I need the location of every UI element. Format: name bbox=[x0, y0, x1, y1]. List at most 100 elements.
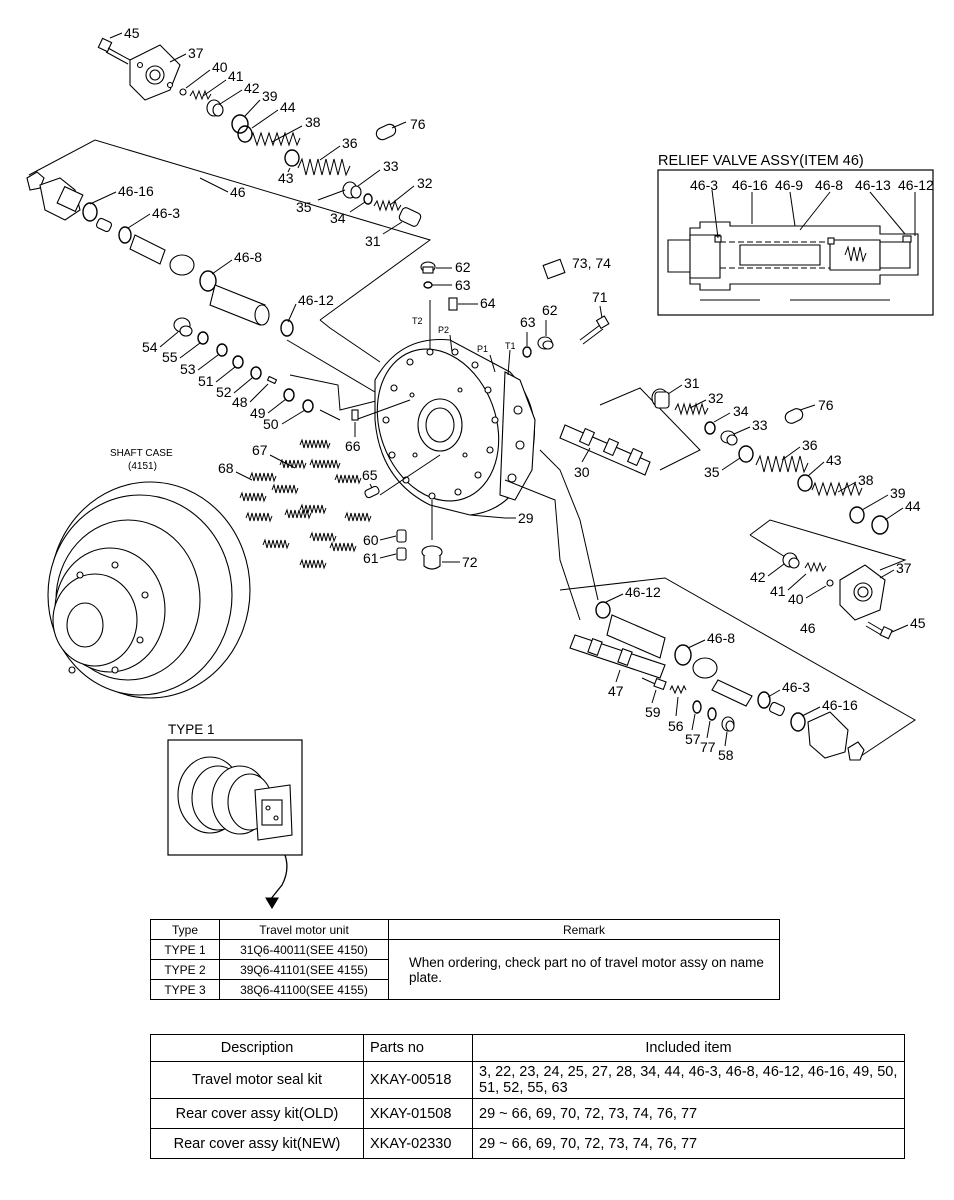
relief-valve-section-drawing bbox=[667, 221, 919, 301]
callout-62: 62 bbox=[455, 259, 471, 275]
parts-no-header: Parts no bbox=[363, 1034, 473, 1062]
relief-valve-inset: RELIEF VALVE ASSY(ITEM 46) 46-3 46-16 46… bbox=[657, 153, 934, 316]
callout-46-16b: 46-16 bbox=[822, 697, 858, 713]
spool-47 bbox=[569, 634, 666, 679]
callout-43b: 43 bbox=[826, 452, 842, 468]
callout-52: 52 bbox=[216, 384, 232, 400]
kit-parts-no: XKAY-00518 bbox=[363, 1061, 473, 1099]
kit-description: Rear cover assy kit(OLD) bbox=[150, 1098, 364, 1129]
callout-30: 30 bbox=[574, 464, 590, 480]
kit-row: Rear cover assy kit(OLD) XKAY-01508 29 ~… bbox=[150, 1098, 905, 1129]
oring-50 bbox=[302, 399, 314, 413]
kit-parts-no: XKAY-02330 bbox=[363, 1128, 473, 1159]
callout-46: 46 bbox=[230, 184, 246, 200]
description-header: Description bbox=[150, 1034, 364, 1062]
ball-40b bbox=[826, 579, 834, 587]
kit-description: Travel motor seal kit bbox=[150, 1061, 364, 1099]
plug-33b bbox=[720, 430, 738, 446]
port-p2: P2 bbox=[438, 325, 449, 335]
callout-73-74: 73, 74 bbox=[572, 255, 611, 271]
spring-32b bbox=[674, 402, 709, 416]
oring-39 bbox=[231, 114, 249, 134]
callout-36: 36 bbox=[342, 135, 358, 151]
oring-53 bbox=[216, 343, 228, 357]
callout-41b: 41 bbox=[770, 583, 786, 599]
callout-33b: 33 bbox=[752, 417, 768, 433]
ball-40 bbox=[179, 88, 187, 96]
oring-55 bbox=[197, 331, 209, 345]
kit-parts-no: XKAY-01508 bbox=[363, 1098, 473, 1129]
kit-items: 29 ~ 66, 69, 70, 72, 73, 74, 76, 77 bbox=[472, 1098, 905, 1129]
oring-39b bbox=[849, 506, 865, 524]
ring-35b bbox=[738, 445, 754, 463]
plug-62b bbox=[537, 336, 554, 350]
relief-valve-46-upper bbox=[26, 171, 294, 337]
callout-40b: 40 bbox=[788, 591, 804, 607]
plate-7374 bbox=[542, 258, 566, 280]
oring-51 bbox=[232, 355, 244, 369]
callout-59: 59 bbox=[645, 704, 661, 720]
callout-44b: 44 bbox=[905, 498, 921, 514]
travel-motor-type-table: Type Travel motor unit Remark TYPE 1 31Q… bbox=[150, 919, 780, 1000]
type-cell: TYPE 1 bbox=[150, 939, 220, 960]
plug-64 bbox=[448, 297, 458, 311]
relief-label-46-3: 46-3 bbox=[690, 177, 718, 193]
relief-label-46-16: 46-16 bbox=[732, 177, 768, 193]
relief-label-46-8: 46-8 bbox=[815, 177, 843, 193]
callout-58: 58 bbox=[718, 747, 734, 763]
callout-labels: SHAFT CASE (4151) T2 P2 P1 T1 45 37 40 4… bbox=[89, 25, 926, 763]
callout-33: 33 bbox=[383, 158, 399, 174]
plug-42 bbox=[206, 99, 224, 117]
unit-cell: 39Q6-41101(SEE 4155) bbox=[219, 959, 389, 980]
type-table-header: Type Travel motor unit Remark bbox=[150, 919, 780, 940]
callout-44: 44 bbox=[280, 99, 296, 115]
callout-46b: 46 bbox=[800, 620, 816, 636]
spring-32a bbox=[373, 199, 402, 212]
callout-43: 43 bbox=[278, 170, 294, 186]
callout-37b: 37 bbox=[896, 560, 912, 576]
type-row: TYPE 1 31Q6-40011(SEE 4150) When orderin… bbox=[150, 939, 780, 1000]
piston-31b bbox=[651, 388, 670, 409]
callout-35: 35 bbox=[296, 199, 312, 215]
kit-table-header: Description Parts no Included item bbox=[150, 1034, 905, 1062]
shaft-case-label: SHAFT CASE bbox=[110, 448, 173, 459]
port-t1: T1 bbox=[505, 341, 516, 351]
bolt-71 bbox=[579, 315, 610, 345]
relief-valve-title: RELIEF VALVE ASSY(ITEM 46) bbox=[658, 153, 864, 169]
callout-72: 72 bbox=[462, 554, 478, 570]
callout-67: 67 bbox=[252, 442, 268, 458]
callout-46-3b: 46-3 bbox=[782, 679, 810, 695]
oring-57 bbox=[692, 700, 702, 714]
callout-76: 76 bbox=[410, 116, 426, 132]
spring-38b bbox=[811, 481, 863, 497]
callout-65: 65 bbox=[362, 467, 378, 483]
callout-61: 61 bbox=[363, 550, 379, 566]
callout-45b: 45 bbox=[910, 615, 926, 631]
rear-cover-29 bbox=[354, 300, 536, 540]
ring-43b bbox=[797, 474, 813, 492]
callout-68: 68 bbox=[218, 460, 234, 476]
oring-34b bbox=[704, 421, 716, 435]
oring-49 bbox=[283, 388, 295, 402]
callout-51: 51 bbox=[198, 373, 214, 389]
port-p1: P1 bbox=[477, 344, 488, 354]
type1-label: TYPE 1 bbox=[168, 722, 215, 737]
callout-29: 29 bbox=[518, 510, 534, 526]
callout-47: 47 bbox=[608, 683, 624, 699]
flange-37b bbox=[839, 564, 886, 621]
port-t2: T2 bbox=[412, 316, 423, 326]
pin-59 bbox=[641, 677, 667, 691]
spring-38 bbox=[249, 131, 301, 147]
cover-bolt-holes bbox=[382, 348, 499, 500]
kit-parts-table: Description Parts no Included item Trave… bbox=[150, 1034, 905, 1159]
callout-32b: 32 bbox=[708, 390, 724, 406]
included-item-header: Included item bbox=[472, 1034, 905, 1062]
callout-66: 66 bbox=[345, 438, 361, 454]
pin-76b bbox=[784, 408, 804, 424]
callout-62b: 62 bbox=[542, 302, 558, 318]
left-small-parts bbox=[173, 317, 381, 421]
spring-36 bbox=[297, 157, 351, 177]
callout-39b: 39 bbox=[890, 485, 906, 501]
ring-43 bbox=[284, 149, 300, 167]
callout-71: 71 bbox=[592, 289, 608, 305]
